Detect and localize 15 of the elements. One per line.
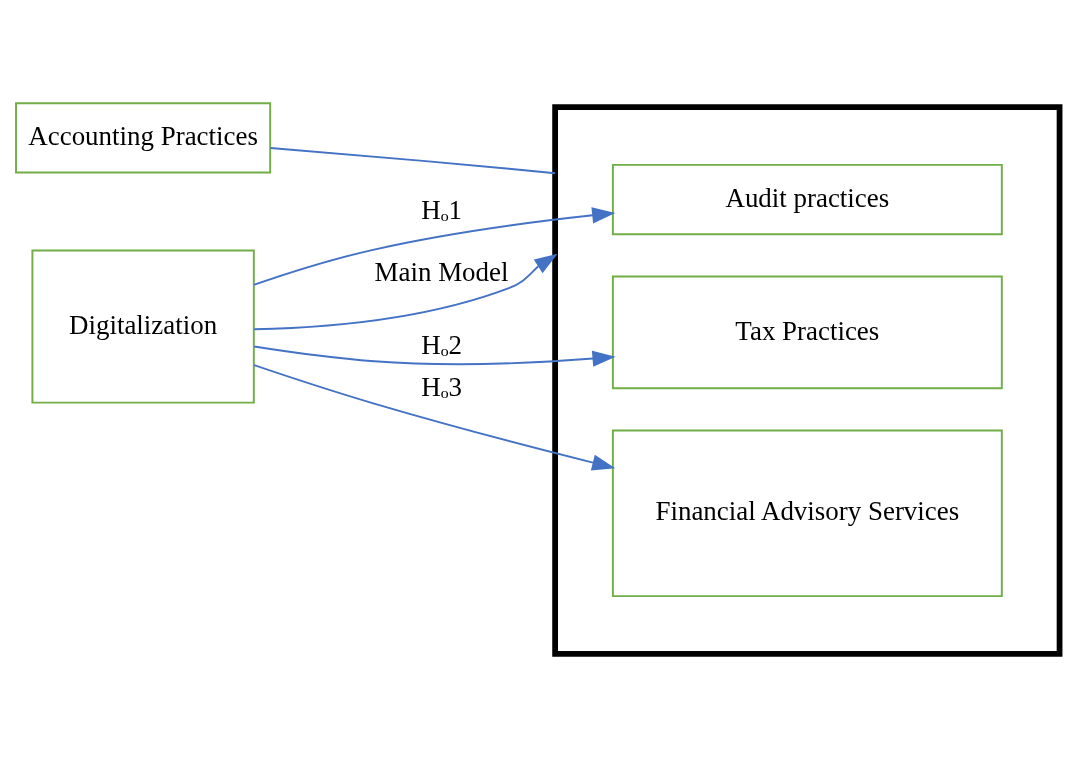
cluster — [552, 103, 1063, 657]
node-box: Audit practices — [611, 163, 1003, 235]
edge-label: Hₒ1 — [421, 194, 462, 225]
arrow — [253, 363, 616, 470]
arrow — [253, 253, 558, 330]
edge-label: Hₒ3 — [421, 371, 462, 402]
node-box: Digitalization — [31, 249, 255, 404]
node-box: Accounting Practices — [15, 101, 272, 174]
arrow — [252, 206, 616, 286]
arrow — [253, 345, 616, 367]
node-box: Tax Practices — [611, 275, 1003, 389]
node-box: Financial Advisory Services — [611, 429, 1003, 597]
connector — [269, 146, 557, 174]
edge-label: Hₒ2 — [421, 329, 462, 360]
edge-label: Main Model — [374, 256, 509, 287]
